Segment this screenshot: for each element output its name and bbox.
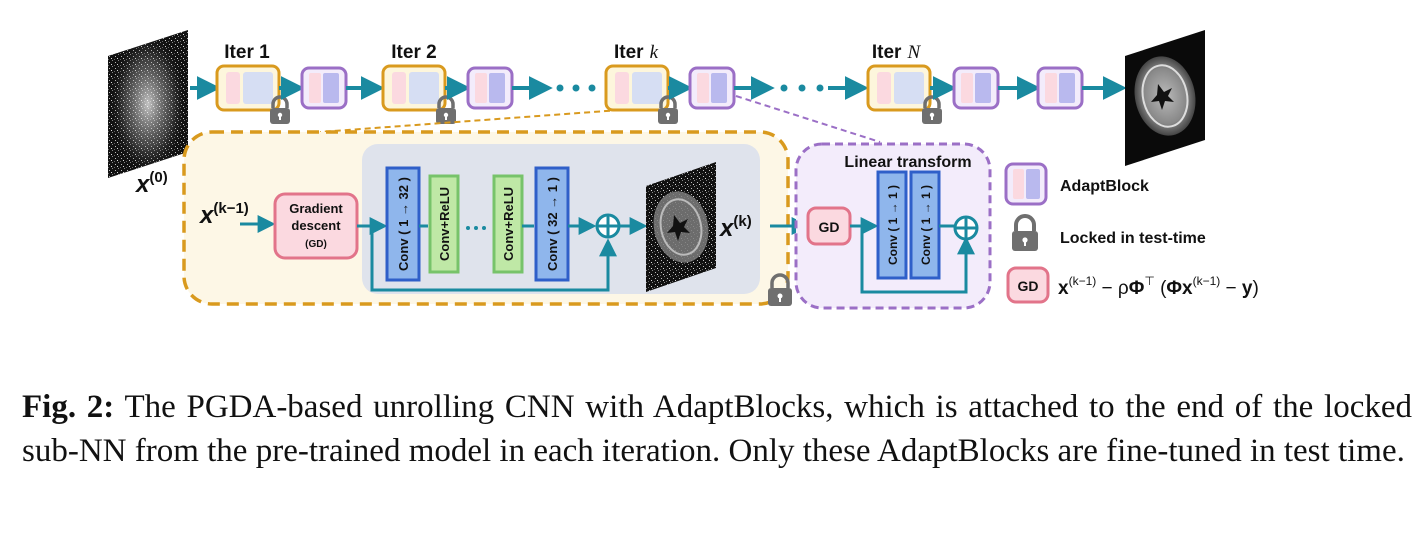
- ellipsis-dots: [466, 226, 486, 230]
- svg-text:Conv ( 1 → 32 ): Conv ( 1 → 32 ): [396, 177, 411, 271]
- input-kspace-image: [108, 30, 188, 178]
- sum-node: [595, 213, 621, 239]
- svg-text:descent: descent: [291, 218, 341, 233]
- skip-connection: [860, 226, 975, 294]
- linear-transform-title: Linear transform: [844, 154, 971, 171]
- conv-out-block: Conv ( 32 → 1 ): [534, 166, 570, 282]
- gradient-descent-block: Gradient descent (GD): [273, 192, 359, 260]
- adaptblock-k: [688, 66, 736, 110]
- pipeline-diagram: x(0) Iter 1 Iter 2: [108, 30, 1259, 310]
- ellipsis-dots: [780, 84, 824, 92]
- svg-text:Conv ( 1 → 1 ): Conv ( 1 → 1 ): [919, 185, 933, 265]
- lock-icon: [658, 95, 678, 124]
- conv-relu-block-1: Conv+ReLU: [428, 174, 460, 274]
- adapt-gd-block: GD: [806, 206, 852, 246]
- sum-node: [953, 215, 979, 241]
- ellipsis-dots: [556, 84, 596, 92]
- conv-relu-block-2: Conv+ReLU: [492, 174, 524, 274]
- adaptblock-1: [300, 66, 348, 110]
- legend-gd-formula: x(k−1) − ρΦ⊤ (Φx(k−1) − y): [1058, 274, 1259, 299]
- svg-text:GD: GD: [1018, 278, 1039, 294]
- iter-block-2: Iter 2: [381, 42, 447, 112]
- svg-text:AdaptBlock: AdaptBlock: [1060, 178, 1149, 195]
- zoom-line: [735, 95, 881, 143]
- svg-text:Conv ( 1 → 1 ): Conv ( 1 → 1 ): [886, 185, 900, 265]
- zoom-line: [319, 109, 621, 133]
- lock-icon: [922, 95, 942, 124]
- iter-label-2: Iter 2: [391, 42, 436, 63]
- output-mri-image: [1125, 30, 1205, 166]
- svg-text:GD: GD: [819, 219, 840, 235]
- detail-output-label: x(k): [718, 213, 752, 242]
- detail-input-label: x(k−1): [198, 200, 249, 229]
- intermediate-mri-image: [646, 162, 716, 292]
- caption-text: The PGDA-based unrolling CNN with AdaptB…: [22, 389, 1412, 469]
- adapt-conv-b: Conv ( 1 → 1 ): [909, 170, 941, 280]
- svg-text:Conv+ReLU: Conv+ReLU: [501, 187, 516, 261]
- legend-gd: GD: [1006, 266, 1050, 304]
- adaptblock-2: [466, 66, 514, 110]
- adapt-conv-a: Conv ( 1 → 1 ): [876, 170, 908, 280]
- svg-text:Gradient: Gradient: [289, 201, 343, 216]
- lock-icon: [436, 95, 456, 124]
- lock-icon: [768, 273, 792, 306]
- input-label: x(0): [134, 169, 168, 198]
- legend-lock-icon: [1012, 214, 1038, 251]
- caption-label: Fig. 2:: [22, 389, 115, 425]
- iter-block-1: Iter 1: [215, 42, 281, 112]
- skip-connection: [370, 226, 617, 292]
- iter-label-1: Iter 1: [224, 42, 270, 63]
- adaptblock-final: [1036, 66, 1084, 110]
- svg-text:(GD): (GD): [305, 239, 327, 250]
- lock-icon: [270, 95, 290, 124]
- adaptblock-n: [952, 66, 1000, 110]
- figure-caption: Fig. 2: The PGDA-based unrolling CNN wit…: [22, 385, 1412, 473]
- legend-locked-label: Locked in test-time: [1060, 230, 1206, 247]
- conv-in-block: Conv ( 1 → 32 ): [385, 166, 421, 282]
- svg-text:Conv ( 32 → 1 ): Conv ( 32 → 1 ): [545, 177, 560, 271]
- svg-text:Conv+ReLU: Conv+ReLU: [437, 187, 452, 261]
- legend-adaptblock: AdaptBlock: [1004, 162, 1149, 206]
